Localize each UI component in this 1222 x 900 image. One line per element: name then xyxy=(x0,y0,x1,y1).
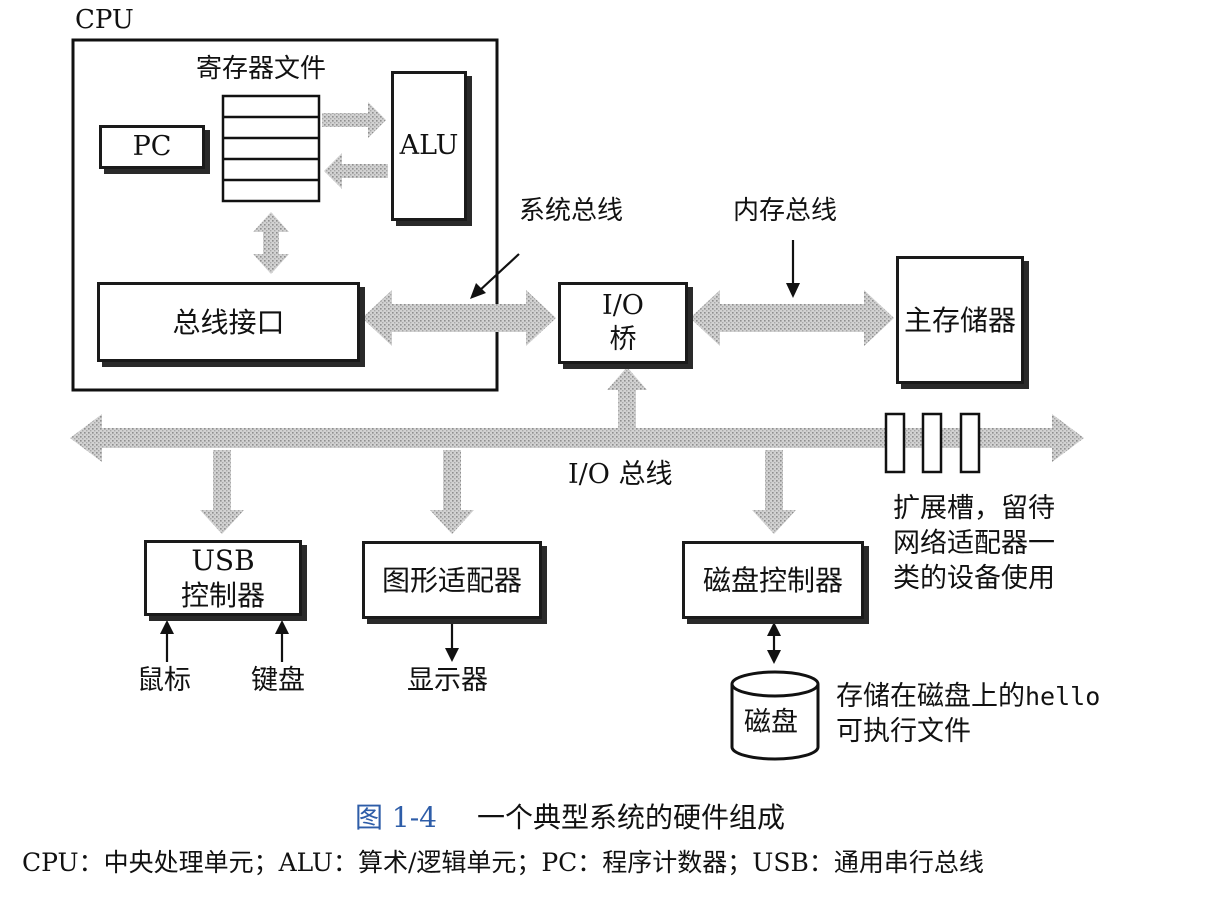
bus-interface-box: 总线接口 xyxy=(97,282,360,362)
memory-bus-arrow xyxy=(690,290,894,346)
io-bus-to-graphics-arrow xyxy=(430,450,474,534)
expansion-note-line1: 扩展槽，留待 xyxy=(893,493,1055,524)
io-bridge-box: I/O 桥 xyxy=(558,282,688,364)
figure-title: 一个典型系统的硬件组成 xyxy=(477,801,786,834)
figure-legend: CPU：中央处理单元；ALU：算术/逻辑单元；PC：程序计数器；USB：通用串行… xyxy=(22,848,984,877)
cpu-frame xyxy=(71,38,499,392)
memory-bus-label: 内存总线 xyxy=(733,196,838,226)
pc-box: PC xyxy=(99,125,205,169)
pc-label: PC xyxy=(132,131,172,163)
bus-interface-label: 总线接口 xyxy=(172,305,285,339)
system-bus-pointer xyxy=(477,253,520,293)
regfile-bus-interface-arrow xyxy=(253,212,289,274)
usb-controller-label-line2: 控制器 xyxy=(180,579,265,612)
expansion-note-line2: 网络适配器一 xyxy=(893,528,1055,560)
io-bus-to-usb-arrow xyxy=(200,450,244,534)
graphics-adapter-label: 图形适配器 xyxy=(381,563,522,597)
cpu-label: CPU xyxy=(75,5,134,35)
system-bus-label: 系统总线 xyxy=(519,196,624,226)
mouse-label: 鼠标 xyxy=(137,665,191,696)
disk-label: 磁盘 xyxy=(744,707,798,738)
disk-cylinder xyxy=(730,670,820,761)
regfile-to-alu-arrow xyxy=(322,102,386,138)
disk-controller-label: 磁盘控制器 xyxy=(702,563,843,597)
disk-note-code: hello xyxy=(1025,682,1101,711)
disk-controller-box: 磁盘控制器 xyxy=(682,541,864,619)
expansion-note-line3: 类的设备使用 xyxy=(893,563,1055,595)
graphics-adapter-box: 图形适配器 xyxy=(362,541,542,619)
expansion-slots xyxy=(884,412,981,474)
register-file-label: 寄存器文件 xyxy=(196,54,327,84)
main-memory-label: 主存储器 xyxy=(903,303,1016,337)
figure-number: 图 1-4 xyxy=(355,801,437,834)
io-bus-arrow xyxy=(70,414,1084,462)
alu-label: ALU xyxy=(399,130,459,162)
alu-box: ALU xyxy=(391,71,467,221)
bridge-io-bus-arrow xyxy=(607,367,647,428)
disk-note: 存储在磁盘上的hello 可执行文件 xyxy=(836,679,1100,749)
usb-controller-box: USB 控制器 xyxy=(144,540,302,616)
disk-note-prefix: 存储在磁盘上的 xyxy=(836,681,1025,712)
disk-note-line2: 可执行文件 xyxy=(836,716,971,748)
io-bus-label: I/O 总线 xyxy=(568,459,673,490)
keyboard-label: 键盘 xyxy=(251,665,305,696)
io-bridge-label-line2: 桥 xyxy=(609,324,637,355)
io-bridge-label-line1: I/O xyxy=(602,290,644,322)
display-label: 显示器 xyxy=(407,665,488,696)
usb-controller-label-line1: USB xyxy=(191,544,255,577)
alu-to-regfile-arrow xyxy=(324,153,388,189)
system-bus-arrow xyxy=(362,290,556,346)
io-bus-to-disk-controller-arrow xyxy=(752,450,796,534)
main-memory-box: 主存储器 xyxy=(896,256,1024,384)
register-file xyxy=(221,94,321,203)
expansion-slots-note: 扩展槽，留待 网络适配器一 类的设备使用 xyxy=(893,491,1055,596)
figure-caption: 图 1-4 一个典型系统的硬件组成 xyxy=(355,801,786,834)
